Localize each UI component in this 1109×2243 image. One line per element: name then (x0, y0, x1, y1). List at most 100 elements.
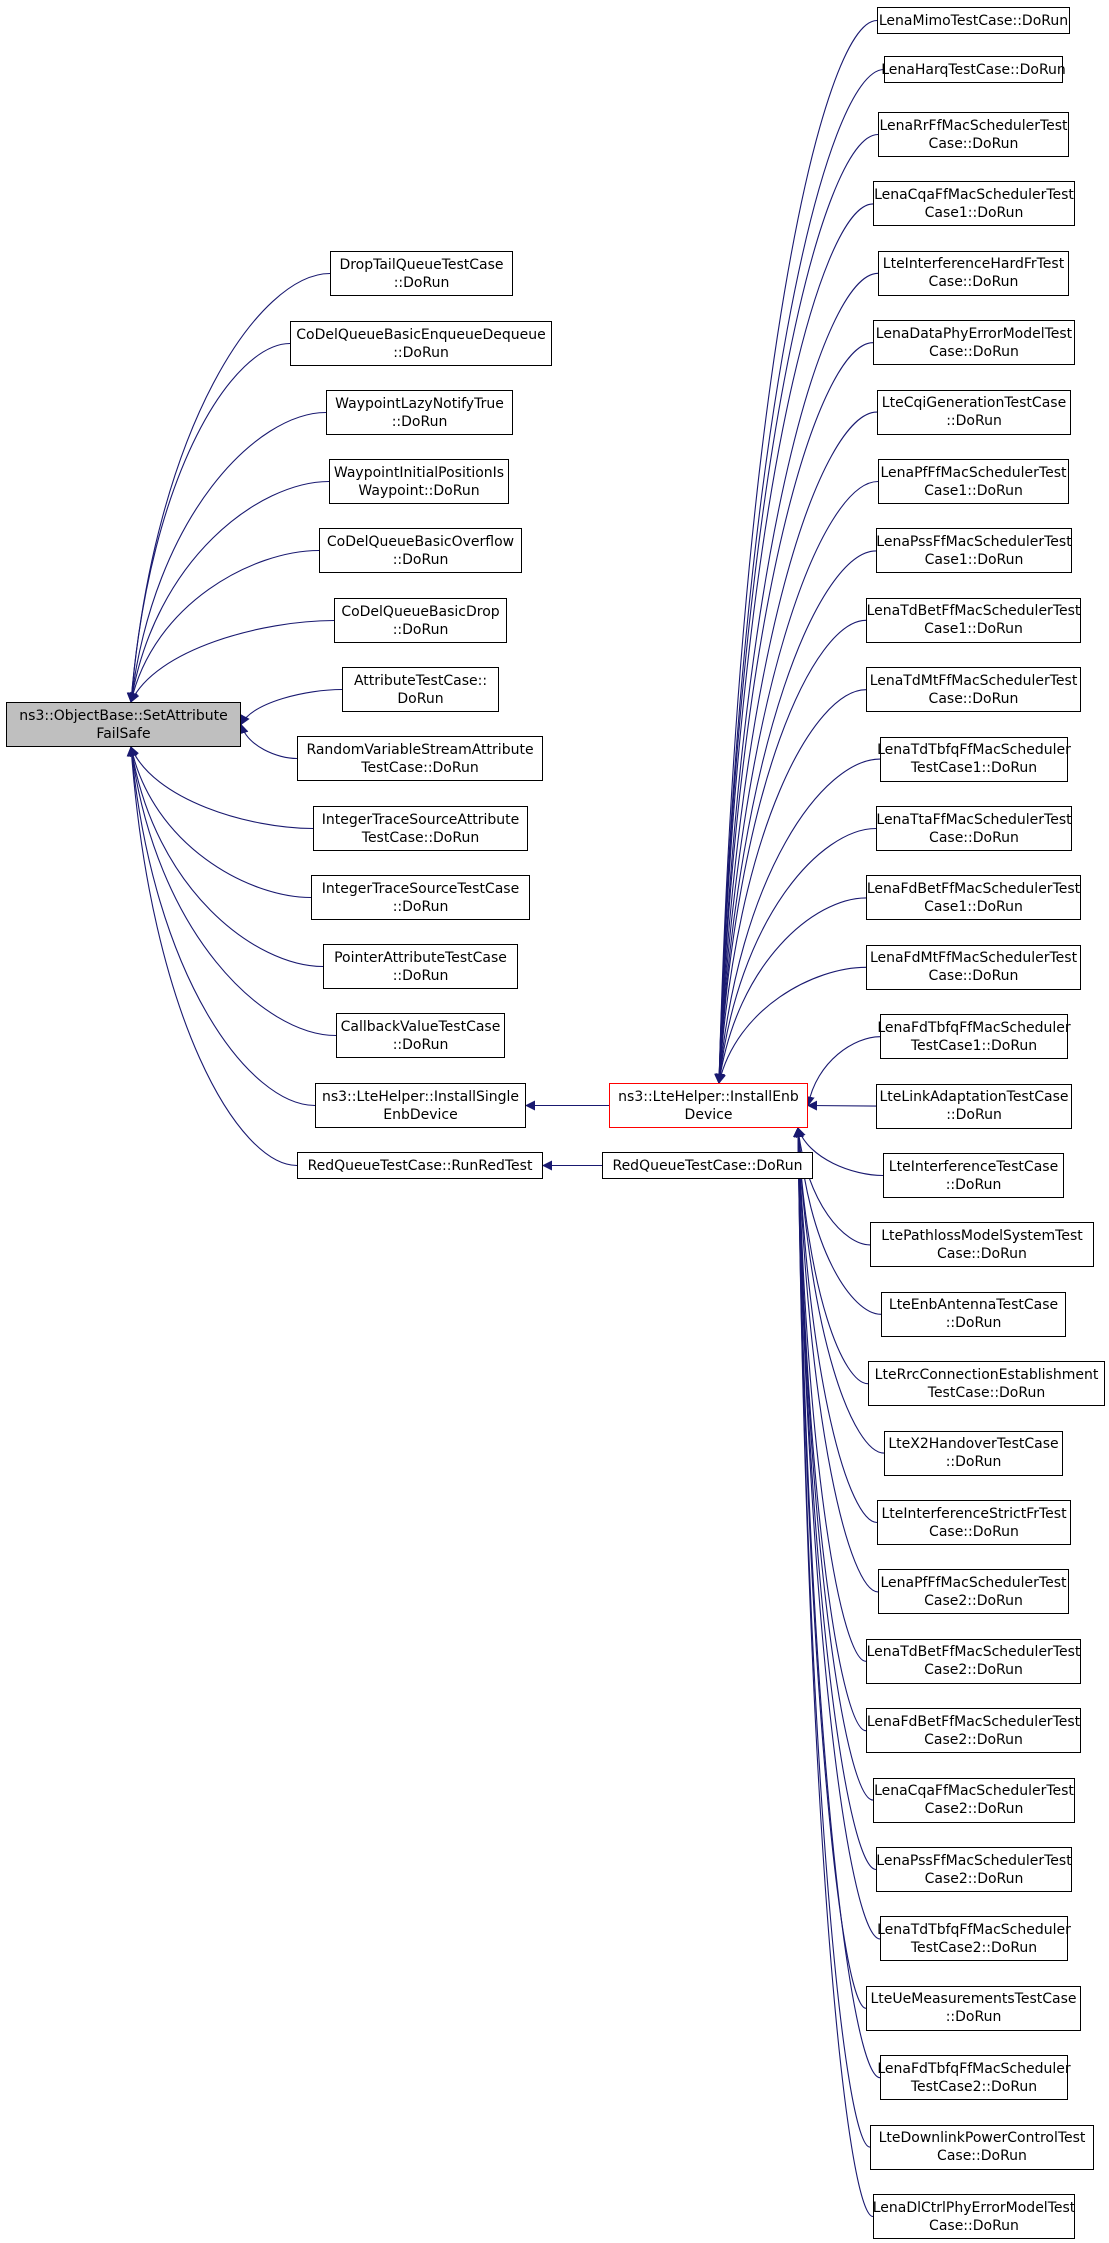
graph-node-label: Case::DoRun (929, 343, 1019, 360)
graph-node-codel-enq[interactable]: CoDelQueueBasicEnqueueDequeue::DoRun (290, 321, 552, 366)
graph-node-label: TestCase2::DoRun (910, 2078, 1038, 2095)
graph-node-label: PointerAttributeTestCase (334, 949, 507, 966)
graph-edge (126, 342, 291, 703)
graph-node-label: Case2::DoRun (924, 1592, 1023, 1609)
graph-node-c02[interactable]: LenaHarqTestCase::DoRun (881, 56, 1066, 83)
graph-node-int-trace[interactable]: IntegerTraceSourceTestCase::DoRun (311, 875, 530, 920)
graph-node-label: LenaMimoTestCase::DoRun (878, 12, 1069, 29)
graph-node-label: TestCase2::DoRun (910, 1939, 1038, 1956)
graph-node-label: Case::DoRun (937, 2148, 1027, 2165)
graph-edge (238, 723, 298, 760)
graph-node-label: CallbackValueTestCase (340, 1018, 501, 1035)
graph-node-label: RedQueueTestCase::RunRedTest (307, 1157, 533, 1174)
graph-node-waypoint-lazy[interactable]: WaypointLazyNotifyTrue::DoRun (326, 390, 513, 435)
graph-node-codel-drop[interactable]: CoDelQueueBasicDrop::DoRun (334, 598, 507, 643)
graph-node-label: LenaTdTbfqFfMacScheduler (877, 742, 1071, 759)
graph-edge (130, 619, 335, 703)
graph-node-label: Case::DoRun (928, 135, 1019, 152)
graph-node-c20[interactable]: LteEnbAntennaTestCase::DoRun (881, 1291, 1066, 1337)
graph-node-label: Case1::DoRun (924, 621, 1023, 638)
graph-node-c22[interactable]: LteX2HandoverTestCase::DoRun (884, 1430, 1063, 1476)
graph-node-droptail[interactable]: DropTailQueueTestCase::DoRun (330, 251, 513, 296)
graph-node-label: LenaTdBetFfMacSchedulerTest (866, 603, 1081, 620)
graph-node-label: CoDelQueueBasicOverflow (326, 533, 515, 550)
graph-edge (127, 480, 330, 703)
graph-node-label: LteInterferenceTestCase (888, 1158, 1059, 1175)
graph-node-label: Case::DoRun (928, 690, 1019, 707)
graph-node-c30[interactable]: LteUeMeasurementsTestCase::DoRun (866, 1985, 1081, 2031)
graph-node-label: LtePathlossModelSystemTest (881, 1227, 1083, 1244)
graph-edge (793, 1127, 874, 2218)
graph-node-c07[interactable]: LteCqiGenerationTestCase::DoRun (877, 389, 1071, 435)
graph-node-label: ::DoRun (946, 413, 1002, 430)
graph-node-label: LenaTtaFfMacSchedulerTest (876, 811, 1072, 828)
graph-edge (714, 758, 881, 1084)
graph-node-label: FailSafe (96, 725, 151, 742)
graph-node-c18[interactable]: LteInterferenceTestCase::DoRun (883, 1153, 1064, 1198)
graph-node-label: TestCase::DoRun (361, 759, 479, 776)
graph-node-label: WaypointLazyNotifyTrue (335, 395, 504, 412)
graph-node-label: Case1::DoRun (924, 551, 1024, 568)
graph-node-label: LteLinkAdaptationTestCase (879, 1089, 1069, 1106)
graph-node-label: WaypointInitialPositionIs (333, 464, 505, 481)
graph-node-label: ::DoRun (392, 967, 449, 984)
graph-edge (240, 688, 343, 726)
graph-edge (127, 746, 324, 968)
graph-node-callback[interactable]: CallbackValueTestCase::DoRun (336, 1013, 505, 1058)
graph-node-codel-overflow[interactable]: CoDelQueueBasicOverflow::DoRun (319, 528, 522, 573)
graph-edge (714, 619, 867, 1084)
graph-edge (793, 1127, 874, 1801)
graph-edge (793, 1127, 878, 1524)
graph-node-red-dorun[interactable]: RedQueueTestCase::DoRun (602, 1152, 813, 1179)
graph-node-label: LenaPfFfMacSchedulerTest (880, 464, 1067, 481)
graph-node-label: ::DoRun (392, 621, 449, 638)
graph-edge (793, 1127, 881, 2079)
graph-node-label: LenaDlCtrlPhyErrorModelTest (872, 2199, 1076, 2216)
graph-node-c01[interactable]: LenaMimoTestCase::DoRun (877, 7, 1070, 34)
graph-node-pointer[interactable]: PointerAttributeTestCase::DoRun (323, 944, 518, 989)
graph-node-label: ::DoRun (945, 1176, 1002, 1193)
graph-node-label: Case::DoRun (929, 2217, 1019, 2234)
graph-node-c17[interactable]: LteLinkAdaptationTestCase::DoRun (876, 1083, 1072, 1129)
graph-node-attribute[interactable]: AttributeTestCase::DoRun (342, 667, 499, 712)
graph-edge (126, 746, 316, 1107)
graph-node-label: RandomVariableStreamAttribute (306, 741, 534, 758)
graph-node-red-run[interactable]: RedQueueTestCase::RunRedTest (297, 1152, 543, 1179)
graph-node-label: TestCase1::DoRun (910, 760, 1038, 777)
graph-edge (714, 19, 878, 1084)
graph-node-label: LteRrcConnectionEstablishment (874, 1366, 1099, 1383)
graph-node-label: LenaPfFfMacSchedulerTest (880, 1574, 1067, 1591)
